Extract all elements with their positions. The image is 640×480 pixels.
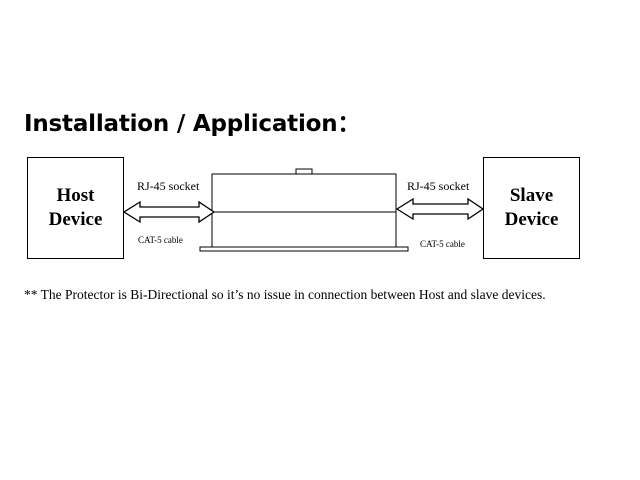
right-socket-label: RJ-45 socket [407, 179, 470, 193]
protector-upper-section [211, 173, 397, 213]
protector-top-tab [295, 168, 313, 175]
host-device-box: Host Device [27, 157, 124, 259]
protector-device [199, 168, 409, 252]
host-device-label-line2: Device [48, 209, 103, 230]
bidirectional-note: ** The Protector is Bi-Directional so it… [24, 287, 546, 302]
left-socket-label: RJ-45 socket [137, 179, 200, 193]
page-title: Installation / Application： [24, 111, 361, 137]
right-double-arrow [395, 197, 485, 221]
slave-device-label-line1: Slave [509, 185, 554, 206]
host-device-label: Host Device [49, 184, 103, 232]
protector-base-flange [199, 246, 409, 252]
host-device-label-line1: Host [56, 185, 95, 206]
slave-device-label: Slave Device [505, 184, 559, 232]
left-double-arrow [122, 200, 216, 224]
slave-device-label-line2: Device [504, 209, 559, 230]
left-cable-label: CAT-5 cable [138, 235, 183, 245]
slave-device-box: Slave Device [483, 157, 580, 259]
right-cable-label: CAT-5 cable [420, 239, 465, 249]
protector-lower-section [211, 211, 397, 248]
